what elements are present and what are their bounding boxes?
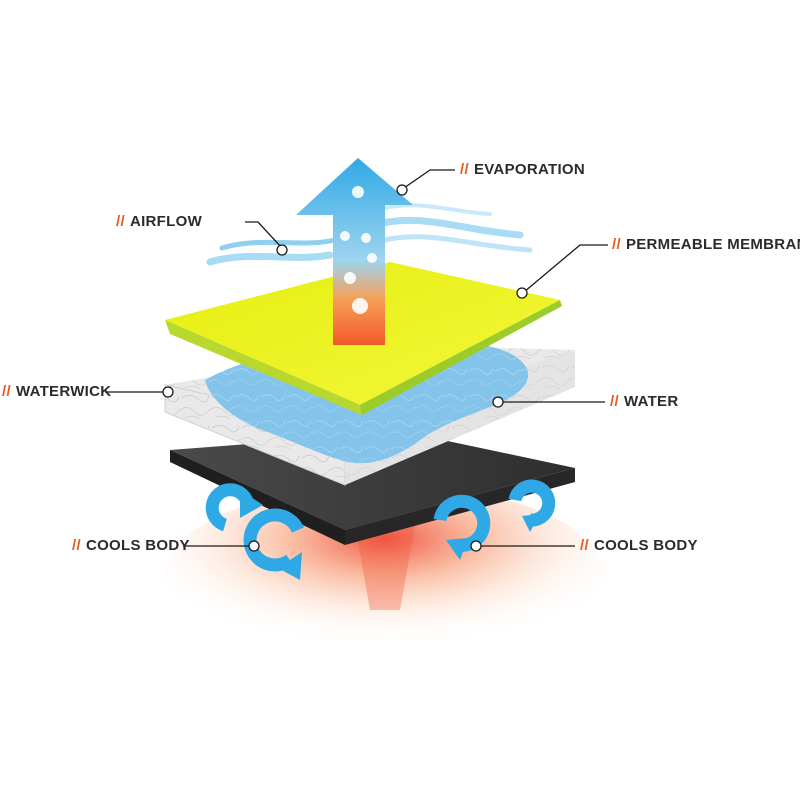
label-cools-body-left: //COOLS BODY bbox=[72, 537, 190, 554]
leader-lines bbox=[105, 169, 608, 547]
evaporation-arrow-icon bbox=[296, 158, 413, 345]
vapor-bubbles bbox=[340, 186, 377, 314]
body-heat-glow bbox=[165, 485, 605, 665]
label-permeable-membrane: //PERMEABLE MEMBRANE bbox=[612, 236, 800, 253]
label-cools-body-right: //COOLS BODY bbox=[580, 537, 698, 554]
label-evaporation: //EVAPORATION bbox=[460, 161, 586, 178]
label-water: //WATER bbox=[610, 393, 679, 410]
label-airflow: //AIRFLOW bbox=[116, 213, 203, 230]
label-waterwick: //WATERWICK bbox=[2, 383, 112, 400]
airflow-waves-icon bbox=[206, 203, 533, 266]
leader-dots bbox=[162, 184, 528, 552]
heat-band bbox=[355, 525, 415, 610]
